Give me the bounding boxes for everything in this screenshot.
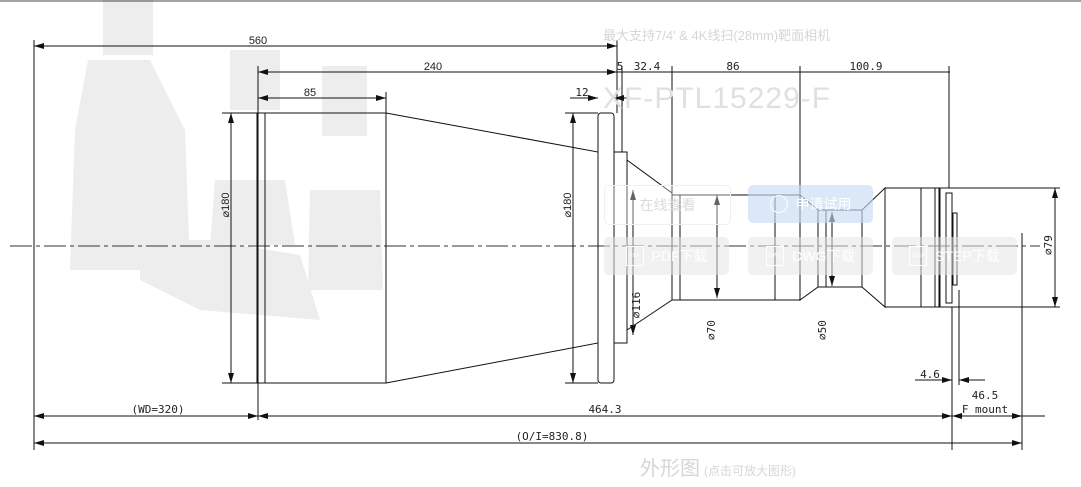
apply-trial-label: 申请试用	[795, 196, 852, 212]
step-download-button[interactable]: STEP STEP下载	[892, 237, 1017, 275]
dim-5: 5	[617, 60, 624, 73]
pdf-file-icon: PDF	[625, 246, 644, 266]
dwg-file-icon: DWG	[766, 246, 785, 266]
dim-46-5: 46.5	[972, 389, 999, 402]
product-model-title: XF-PTL15229-F	[603, 82, 832, 115]
dim-4-6: 4.6	[920, 368, 940, 381]
dim-100-9: 100.9	[849, 60, 882, 73]
dim-560: 560	[249, 35, 267, 47]
dim-464-3: 464.3	[588, 403, 621, 416]
pdf-download-label: PDF下载	[651, 248, 708, 264]
caption-title: 外形图	[640, 458, 700, 480]
view-online-label: 在线查看	[639, 197, 696, 213]
dim-86: 86	[726, 60, 739, 73]
view-online-button[interactable]: 在线查看	[604, 185, 731, 225]
dim-12: 12	[575, 86, 588, 99]
dim-85: 85	[304, 87, 316, 99]
product-photo-background	[70, 0, 383, 320]
product-subtitle: 最大支持7/4' & 4K线扫(28mm)靶面相机	[603, 28, 831, 43]
dim-dia180-flange: ⌀180	[562, 193, 574, 218]
dim-32-4: 32.4	[634, 60, 661, 73]
dim-dia79: ⌀79	[1042, 235, 1055, 255]
pdf-download-button[interactable]: PDF PDF下载	[604, 237, 729, 275]
dwg-download-label: DWG下载	[792, 248, 855, 264]
dim-dia180-front: ⌀180	[220, 193, 232, 218]
apply-trial-button[interactable]: 申请试用	[748, 185, 873, 223]
step-file-icon: STEP	[909, 246, 928, 266]
dim-wd: (WD=320)	[132, 403, 185, 416]
dwg-download-button[interactable]: DWG DWG下载	[748, 237, 873, 275]
clock-icon	[769, 195, 788, 213]
dim-dia116: ⌀116	[630, 292, 643, 319]
step-download-label: STEP下载	[935, 248, 1000, 264]
dim-oi: (O/I=830.8)	[516, 430, 589, 443]
outline-drawing-caption[interactable]: 外形图 (点击可放大图形)	[640, 452, 796, 481]
dim-240: 240	[424, 61, 442, 73]
caption-hint: (点击可放大图形)	[704, 464, 796, 478]
dim-dia50: ⌀50	[816, 320, 829, 340]
dim-dia70: ⌀70	[705, 320, 718, 340]
dim-f-mount: F mount	[962, 403, 1008, 416]
